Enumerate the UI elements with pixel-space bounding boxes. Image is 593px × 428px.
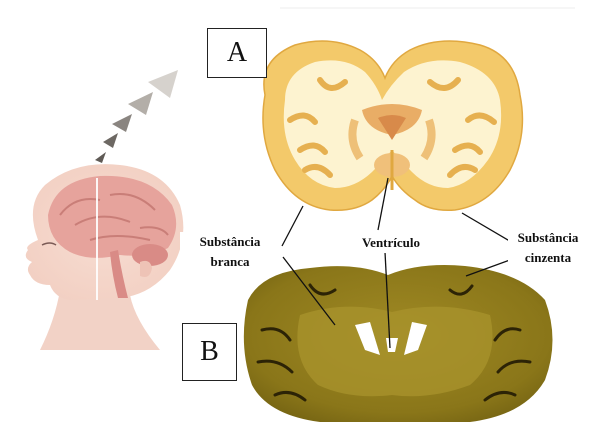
label-white-matter-line2: branca [180,252,280,272]
label-gray-matter-line2: cinzenta [508,248,588,268]
direction-arrows [95,70,178,163]
head-illustration [26,164,184,350]
panel-label-b: B [182,323,237,381]
brain-photo-coronal [244,265,553,422]
label-ventricle: Ventrículo [346,233,436,253]
label-white-matter: Substância branca [180,232,280,272]
brain-illustration-coronal [263,41,523,210]
panel-label-a: A [207,28,267,78]
label-gray-matter-line1: Substância [508,228,588,248]
label-gray-matter: Substância cinzenta [508,228,588,268]
label-white-matter-line1: Substância [180,232,280,252]
